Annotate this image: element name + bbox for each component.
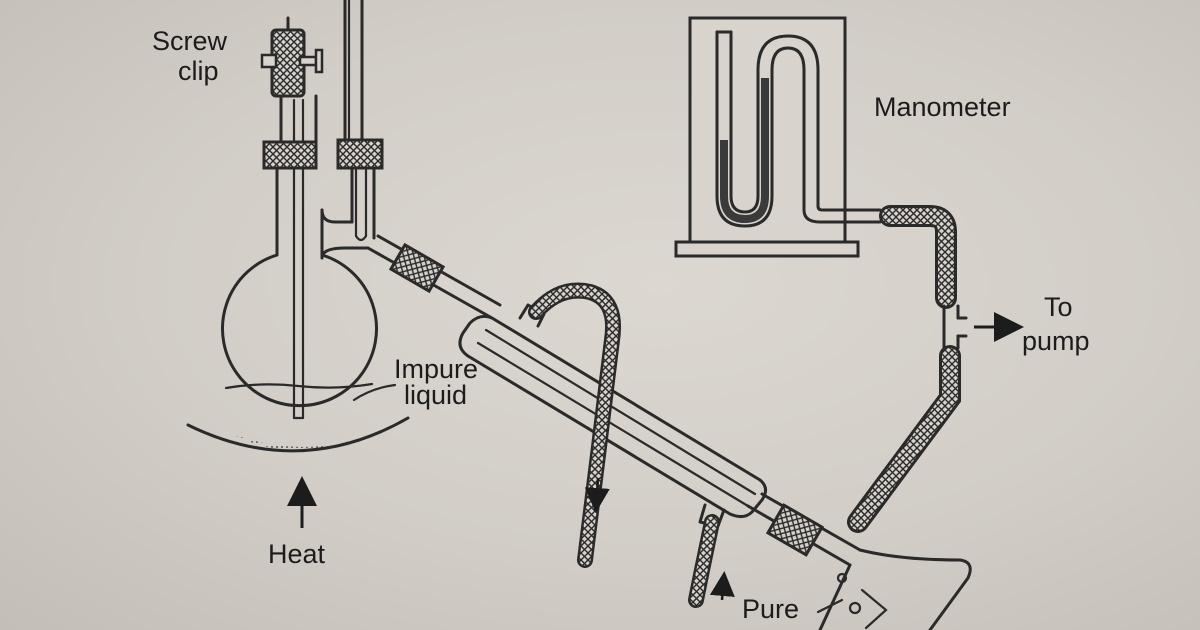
impure-liquid-surface: [224, 382, 374, 390]
label-heat: Heat: [268, 539, 326, 569]
water-flow-arrows: [584, 477, 735, 601]
label-pump: pump: [1022, 326, 1090, 356]
thermometer-neck: [336, 0, 384, 242]
label-liquid: liquid: [404, 380, 467, 410]
leader-lines: [352, 383, 397, 402]
mercury-column: [720, 78, 769, 224]
screw-clip: [260, 16, 324, 98]
flask-stopper: [262, 140, 318, 170]
receiver-hose: [847, 345, 961, 533]
manometer: [674, 16, 882, 258]
manometer-hose: [879, 205, 957, 309]
label-to: To: [1044, 292, 1073, 322]
label-pure: Pure: [742, 594, 799, 624]
side-arm-joint: [388, 242, 446, 294]
pump-tee: [942, 304, 1024, 350]
water-outlet-hose: [528, 282, 621, 568]
label-manometer: Manometer: [874, 92, 1011, 122]
label-impure: Impure: [394, 354, 478, 384]
heating-bath: [186, 416, 410, 453]
condenser-outlet-joint: [765, 503, 825, 557]
receiver-flask: [816, 548, 972, 630]
water-inlet-hose: [688, 514, 720, 608]
